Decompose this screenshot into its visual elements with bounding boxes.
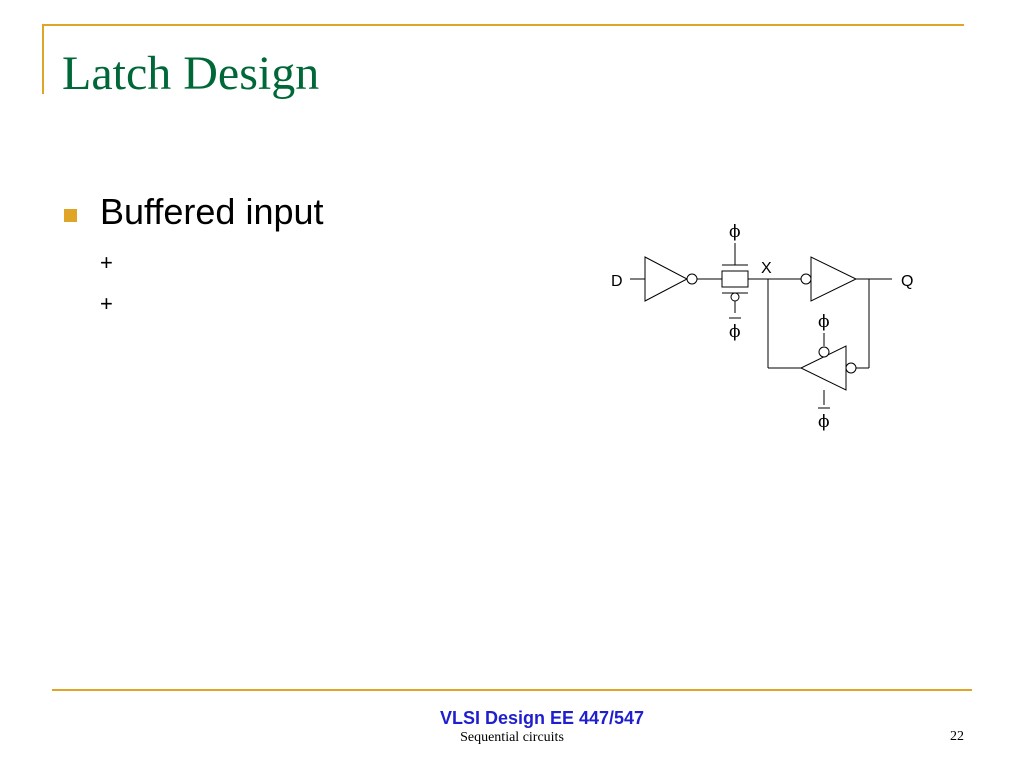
bullet-square-icon (64, 209, 77, 222)
sub-item-1: + (100, 250, 113, 275)
input-inverter-bubble (686, 273, 698, 285)
output-label-q: Q (901, 273, 913, 290)
feedback-clockbar-label: ϕ (818, 412, 830, 432)
forward-inverter-bubble (800, 273, 812, 285)
footer-subject-container: Sequential circuits (0, 728, 1024, 747)
input-label-d: D (611, 273, 623, 290)
sub-item-2: + (100, 291, 113, 316)
header-rule (42, 24, 964, 26)
footer-course: VLSI Design EE 447/547 (439, 708, 645, 728)
tgate-channel (721, 270, 749, 288)
tgate-clock-label: ϕ (729, 222, 741, 242)
footer-course-container: VLSI Design EE 447/547 (0, 707, 1024, 729)
slide-title: Latch Design (62, 47, 320, 100)
node-label-x: X (761, 260, 772, 277)
feedback-clock-label: ϕ (818, 312, 830, 332)
bullet-text: Buffered input (100, 191, 324, 232)
page-number: 22 (950, 729, 964, 744)
tgate-clockbar-label: ϕ (729, 322, 741, 342)
footer-rule (52, 689, 972, 691)
footer-subject: Sequential circuits (460, 730, 564, 745)
latch-schematic: D Q X ϕ ϕ ϕ ϕ (611, 222, 913, 432)
tgate-bubble (730, 292, 740, 302)
feedback-clock-bubble (818, 346, 830, 358)
header-rule-vertical (42, 24, 44, 94)
forward-inverter (810, 256, 858, 302)
feedback-inverter-bubble (845, 362, 857, 374)
input-inverter (644, 256, 689, 302)
